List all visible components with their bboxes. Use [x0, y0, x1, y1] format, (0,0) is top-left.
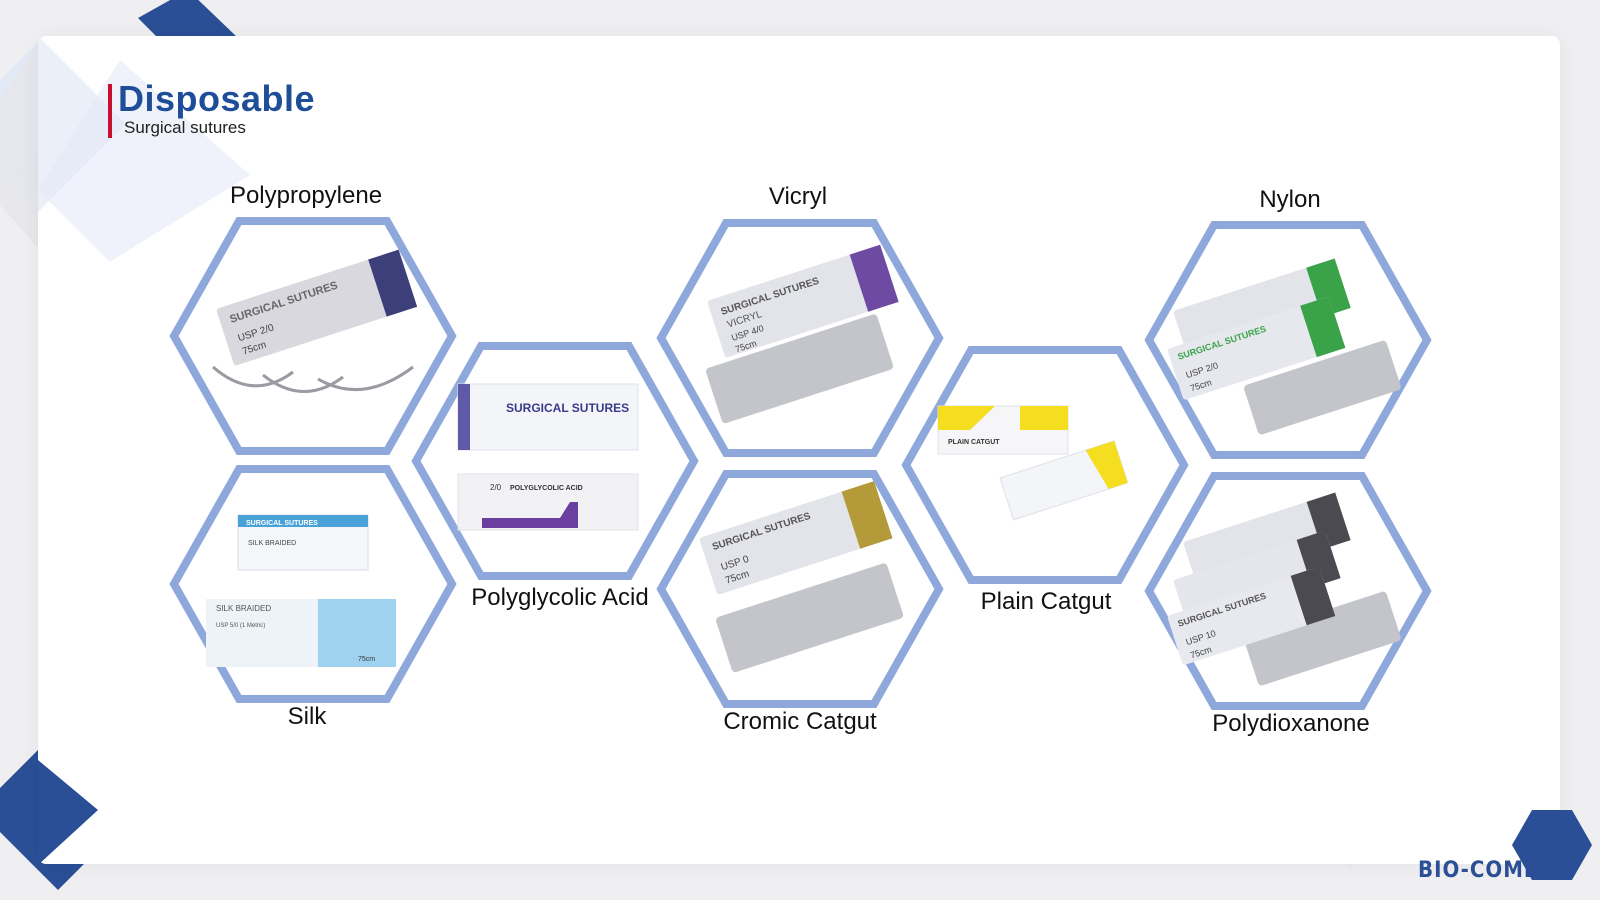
pack-title: SURGICAL SUTURES	[506, 401, 629, 415]
product-label-silk: Silk	[287, 703, 327, 730]
product-label-polyglycolic-acid: Polyglycolic Acid	[471, 584, 649, 611]
pack-usp: 2/0	[490, 483, 502, 492]
cromic-catgut-pack-image: SURGICAL SUTURES USP 0 75cm	[699, 481, 904, 673]
product-hex-plain-catgut: PLAIN CATGUT	[901, 346, 1189, 584]
product-label-cromic-catgut: Cromic Catgut	[723, 708, 877, 735]
pack-sub: SILK BRAIDED	[248, 540, 296, 547]
title-accent-bar	[108, 84, 112, 138]
pack-length: 75cm	[358, 656, 375, 663]
pack-usp: USP 5/0 (1 Metric)	[216, 623, 265, 629]
pack-sub: POLYGLYCOLIC ACID	[510, 485, 583, 492]
pack-title: PLAIN CATGUT	[948, 439, 1000, 446]
polydioxanone-pack-image: SURGICAL SUTURES USP 10 75cm	[1167, 492, 1401, 686]
pack-title: SURGICAL SUTURES	[246, 520, 318, 527]
product-hex-polypropylene: SURGICAL SUTURES USP 2/0 75cm	[169, 217, 457, 455]
pack-sub-2: SILK BRAIDED	[216, 604, 271, 613]
polyglycolic-pack-image: SURGICAL SUTURES 2/0 POLYGLYCOLIC ACID	[457, 383, 639, 531]
top-left-card-pale-diamond	[38, 60, 250, 262]
product-label-polydioxanone: Polydioxanone	[1212, 710, 1370, 737]
product-label-plain-catgut: Plain Catgut	[980, 588, 1112, 615]
plain-catgut-pack-image: PLAIN CATGUT	[937, 405, 1129, 521]
product-label-polypropylene: Polypropylene	[229, 182, 383, 209]
product-hex-nylon: SURGICAL SUTURES USP 2/0 75cm	[1144, 221, 1432, 459]
silk-pack-image: SURGICAL SUTURES SILK BRAIDED SILK BRAID…	[206, 514, 396, 667]
nylon-pack-image: SURGICAL SUTURES USP 2/0 75cm	[1167, 258, 1401, 435]
product-hex-polyglycolic-acid: SURGICAL SUTURES 2/0 POLYGLYCOLIC ACID	[411, 342, 699, 580]
brand-hexagon-logo	[1512, 810, 1592, 880]
page-title: Disposable	[118, 78, 316, 119]
product-hex-polydioxanone: SURGICAL SUTURES USP 10 75cm	[1144, 472, 1432, 710]
product-hex-vicryl: SURGICAL SUTURES VICRYL USP 4/0 75cm	[656, 219, 944, 457]
bottom-left-card-diamond	[38, 760, 98, 865]
product-hex-silk: SURGICAL SUTURES SILK BRAIDED SILK BRAID…	[169, 465, 457, 703]
product-hex-cromic-catgut: SURGICAL SUTURES USP 0 75cm	[656, 470, 944, 708]
page-subtitle: Surgical sutures	[124, 118, 246, 137]
vicryl-pack-image: SURGICAL SUTURES VICRYL USP 4/0 75cm	[706, 244, 899, 424]
product-label-nylon: Nylon	[1259, 186, 1321, 213]
brand-logo-text: BIO-COMET	[1418, 858, 1553, 883]
product-label-vicryl: Vicryl	[768, 183, 828, 210]
